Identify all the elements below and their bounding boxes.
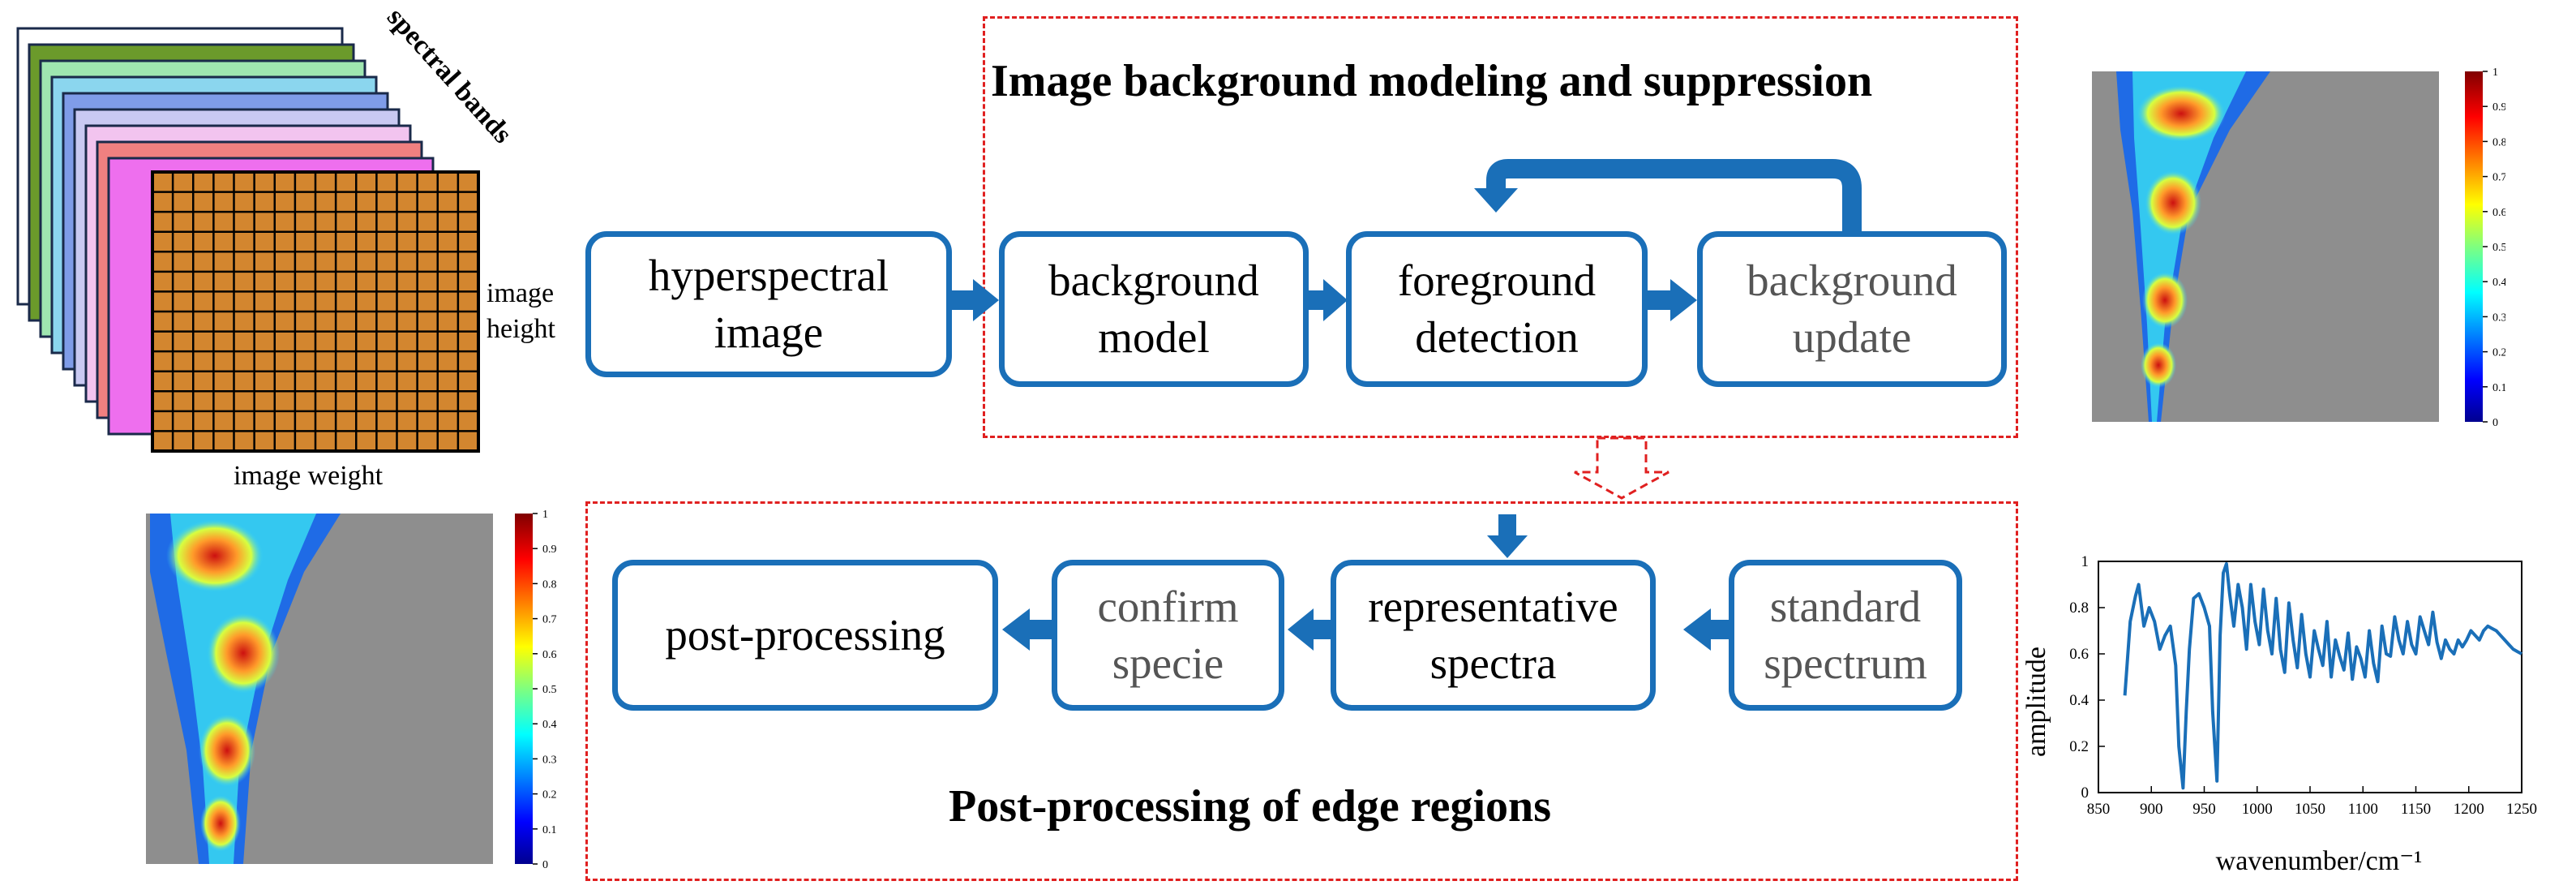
arrow-right-icon bbox=[1648, 279, 1697, 321]
colorbar-tick-label: 0.2 bbox=[542, 789, 557, 802]
y-tick-label: 0.4 bbox=[2069, 692, 2089, 709]
y-tick-label: 1 bbox=[2081, 553, 2090, 570]
hyperspectral-image-box: hyperspectral image bbox=[585, 231, 952, 377]
background-update-box: background update bbox=[1697, 231, 2007, 387]
x-tick-label: 900 bbox=[2140, 801, 2163, 818]
colorbar-tick-label: 0.5 bbox=[542, 684, 557, 696]
x-tick-label: 1200 bbox=[2454, 801, 2484, 818]
arrow-left-icon bbox=[1288, 608, 1331, 651]
background-modeling-frame bbox=[983, 16, 2018, 438]
colorbar-tick-label: 0 bbox=[2492, 417, 2498, 429]
foreground-detection-box: foreground detection bbox=[1346, 231, 1648, 387]
colorbar-tick-label: 0.1 bbox=[542, 824, 557, 836]
chart-xlabel: wavenumber/cm⁻¹ bbox=[2216, 846, 2423, 876]
colorbar-tick-label: 1 bbox=[542, 509, 548, 521]
feedback-loop-arrow bbox=[1486, 159, 1862, 231]
y-tick-label: 0 bbox=[2081, 784, 2090, 802]
chart-ylabel: amplitude bbox=[2021, 647, 2051, 757]
transition-arrow-icon bbox=[1574, 436, 1669, 500]
spectrum-chart: 850 900 950 1000 1050 1100 1150 1200 1250 0 0.2 0.4… bbox=[2021, 553, 2537, 876]
colorbar-tick-label: 0.4 bbox=[2492, 277, 2505, 289]
edge-postprocessing-frame bbox=[585, 501, 2018, 881]
colorbar-tick-label: 0.3 bbox=[542, 754, 557, 766]
x-tick-label: 950 bbox=[2192, 801, 2216, 818]
colorbar-tick-label: 0.8 bbox=[2492, 136, 2505, 148]
arrow-left-icon bbox=[1683, 608, 1729, 651]
confirm-specie-box: confirm specie bbox=[1052, 560, 1284, 711]
colorbar-tick-label: 0.9 bbox=[542, 544, 557, 556]
x-tick-label: 1100 bbox=[2348, 801, 2378, 818]
colorbar-tick-label: 0.6 bbox=[2492, 207, 2505, 219]
colorbar-tick-label: 0.4 bbox=[542, 719, 557, 731]
colorbar-tick-label: 0.7 bbox=[542, 614, 557, 626]
representative-spectra-box: representative spectra bbox=[1331, 560, 1656, 711]
x-tick-label: 1000 bbox=[2242, 801, 2273, 818]
arrow-left-icon bbox=[1002, 608, 1052, 651]
x-tick-label: 1050 bbox=[2295, 801, 2325, 818]
colorbar-tick-label: 0.5 bbox=[2492, 242, 2505, 254]
colorbar-tick-label: 0.2 bbox=[2492, 347, 2505, 359]
edge-postprocessing-title: Post-processing of edge regions bbox=[949, 781, 1551, 832]
colorbar-tick-label: 0.6 bbox=[542, 649, 557, 661]
colorbar-tick-label: 0.7 bbox=[2492, 172, 2505, 184]
colorbar-tick-label: 0.1 bbox=[2492, 382, 2505, 394]
arrow-down-icon bbox=[1474, 188, 1518, 213]
x-tick-label: 1150 bbox=[2401, 801, 2431, 818]
arrow-right-icon bbox=[950, 279, 999, 321]
x-tick-label: 850 bbox=[2087, 801, 2111, 818]
y-tick-label: 0.8 bbox=[2069, 600, 2089, 617]
image-width-label: image weight bbox=[234, 461, 384, 491]
post-processing-box: post-processing bbox=[612, 560, 998, 711]
image-height-label: image height bbox=[486, 278, 555, 345]
standard-spectrum-box: standard spectrum bbox=[1729, 560, 1962, 711]
hyperspectral-cube: spectral bands bbox=[16, 2, 517, 453]
spectrum-line bbox=[2123, 561, 2522, 790]
arrow-right-icon bbox=[1307, 279, 1348, 321]
x-tick-label: 1250 bbox=[2506, 801, 2537, 818]
colorbar-tick-label: 1 bbox=[2492, 67, 2498, 79]
colorbar-tick-label: 0.3 bbox=[2492, 312, 2505, 324]
arrow-down-icon bbox=[1487, 514, 1528, 558]
heatmap-bottom-left: 1 0.9 0.8 0.7 0.6 0.5 0.4 0.3 0.2 0.1 0 bbox=[146, 509, 557, 871]
background-modeling-title: Image background modeling and suppressio… bbox=[991, 56, 1873, 106]
y-tick-label: 0.2 bbox=[2069, 738, 2089, 755]
colorbar-tick-label: 0 bbox=[542, 859, 548, 871]
colorbar-tick-label: 0.8 bbox=[542, 578, 557, 591]
colorbar-tick-label: 0.9 bbox=[2492, 101, 2505, 114]
heatmap-top-right: 1 0.9 0.8 0.7 0.6 0.5 0.4 0.3 0.2 0.1 0 bbox=[2092, 67, 2505, 429]
background-model-box: background model bbox=[999, 231, 1309, 387]
y-tick-label: 0.6 bbox=[2069, 646, 2089, 663]
